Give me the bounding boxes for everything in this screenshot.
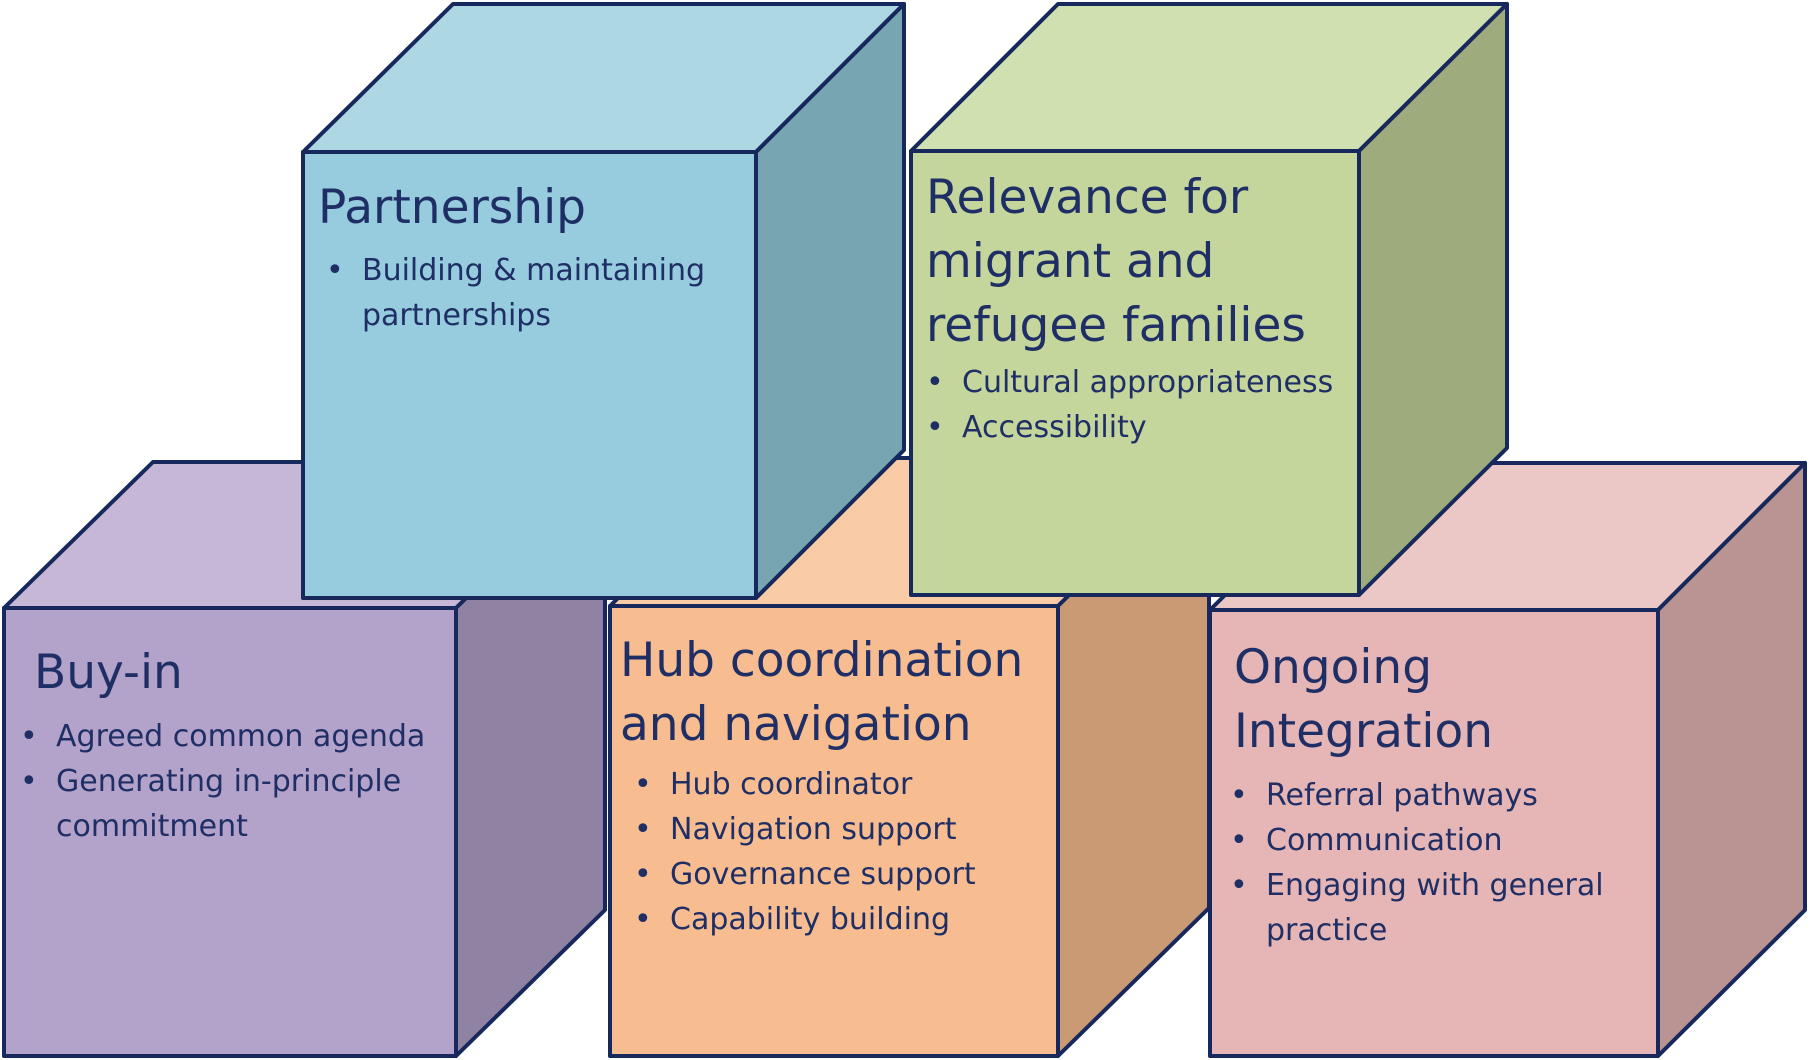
relevance-title-line-3: refugee families — [926, 298, 1306, 353]
hub-bullet: Governance support — [630, 852, 1050, 897]
hub-title-line-1: Hub coordination — [620, 633, 1024, 688]
ongoing-bullet: Referral pathways — [1226, 773, 1646, 818]
ongoing-title-line-1: Ongoing — [1234, 640, 1433, 695]
ongoing-bullet: Engaging with general practice — [1226, 863, 1646, 953]
relevance-bullet: Accessibility — [922, 405, 1352, 450]
hub-bullet: Navigation support — [630, 807, 1050, 852]
buy-in-bullet: Generating in-principle commitment — [16, 759, 446, 849]
buy-in-bullets: Agreed common agenda Generating in-princ… — [16, 714, 446, 849]
ongoing-title-line-2: Integration — [1234, 704, 1493, 759]
hub-bullet: Capability building — [630, 897, 1050, 942]
ongoing-bullet: Communication — [1226, 818, 1646, 863]
hub-title-line-2: and navigation — [620, 697, 972, 752]
hub-bullets: Hub coordinator Navigation support Gover… — [630, 762, 1050, 942]
partnership-title: Partnership — [318, 180, 586, 235]
relevance-title-line-1: Relevance for — [926, 170, 1249, 225]
hub-bullet: Hub coordinator — [630, 762, 1050, 807]
buy-in-bullet: Agreed common agenda — [16, 714, 446, 759]
partnership-bullets: Building & maintaining partnerships — [322, 248, 742, 338]
partnership-bullet: Building & maintaining partnerships — [322, 248, 742, 338]
buy-in-title: Buy-in — [34, 645, 183, 700]
relevance-bullet: Cultural appropriateness — [922, 360, 1352, 405]
relevance-bullets: Cultural appropriateness Accessibility — [922, 360, 1352, 450]
relevance-title-line-2: migrant and — [926, 234, 1215, 289]
ongoing-bullets: Referral pathways Communication Engaging… — [1226, 773, 1646, 953]
